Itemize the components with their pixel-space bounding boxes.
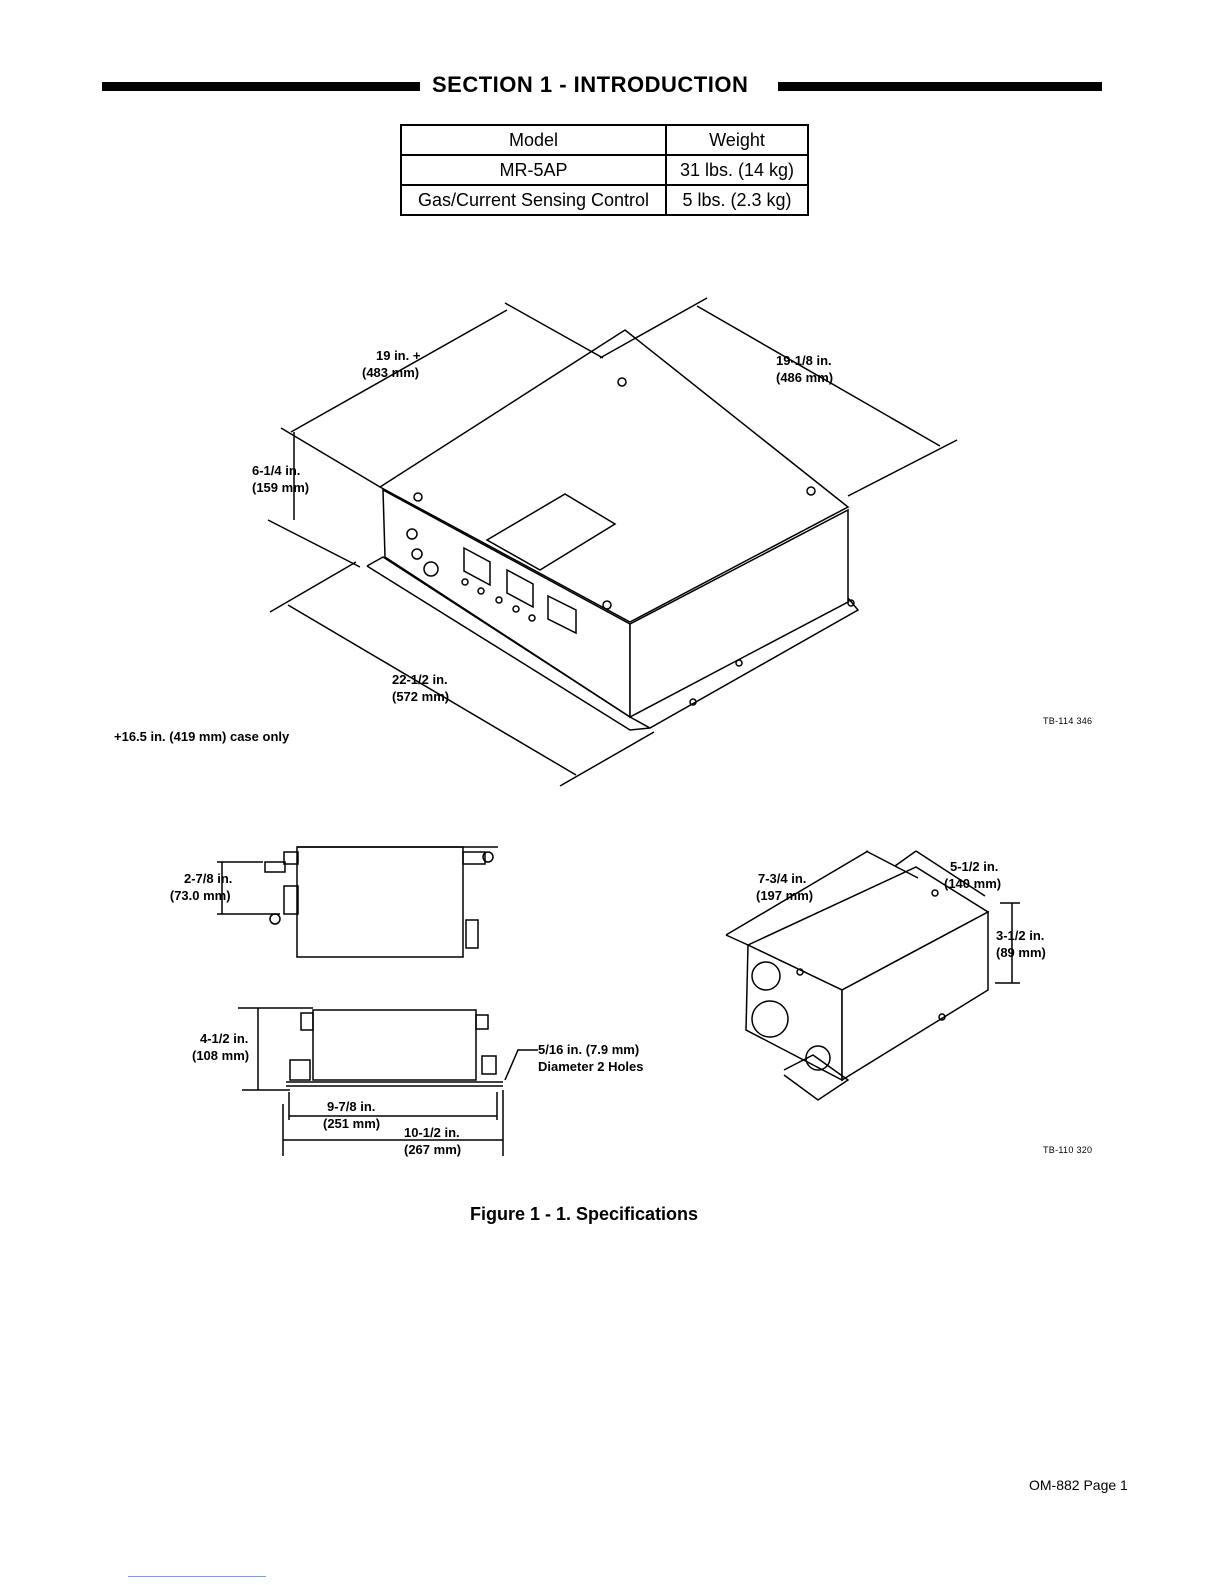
table-cell-weight: 5 lbs. (2.3 kg) [665, 184, 809, 216]
dim-iso-width: 5-1/2 in. (140 mm) [944, 859, 1002, 891]
section-title: SECTION 1 - INTRODUCTION [432, 72, 749, 97]
dim-side-height: 4-1/2 in. (108 mm) [192, 1031, 250, 1063]
label-plate [485, 493, 617, 571]
main-unit-top-face [378, 329, 850, 623]
dim-depth-in: 19-1/8 in. [776, 353, 832, 368]
dim-height-mm: (159 mm) [252, 480, 310, 495]
page-label: OM-882 Page 1 [1029, 1477, 1128, 1493]
dim-outer-length: 10-1/2 in. (267 mm) [404, 1125, 462, 1157]
dim-depth: 19-1/8 in. (486 mm) [776, 352, 833, 386]
ref-number-main: TB-114 346 [1043, 716, 1093, 726]
table-header-model: Model [400, 124, 667, 156]
scan-artifact-line [128, 1576, 266, 1577]
dim-length: 22-1/2 in. (572 mm) [392, 671, 449, 705]
table-header-row: Model Weight [400, 124, 809, 156]
dim-length-in: 22-1/2 in. [392, 672, 448, 687]
table-row: Gas/Current Sensing Control 5 lbs. (2.3 … [400, 184, 809, 216]
figure-caption: Figure 1 - 1. Specifications [470, 1204, 699, 1224]
dim-iso-height: 3-1/2 in. (89 mm) [996, 928, 1046, 960]
table-row: MR-5AP 31 lbs. (14 kg) [400, 154, 809, 186]
table-cell-weight: 31 lbs. (14 kg) [665, 154, 809, 186]
dim-width-mm: (483 mm) [362, 365, 420, 380]
control-side-view [312, 1009, 477, 1081]
main-unit-base [366, 556, 860, 729]
header-rule-left [102, 82, 420, 91]
dim-inner-length: 9-7/8 in. (251 mm) [323, 1099, 381, 1131]
table-header-weight: Weight [665, 124, 809, 156]
dim-width-in: 19 in. + [376, 348, 421, 363]
table-cell-model: Gas/Current Sensing Control [400, 184, 667, 216]
spec-table: Model Weight MR-5AP 31 lbs. (14 kg) Gas/… [400, 124, 809, 216]
dim-length-mm: (572 mm) [392, 689, 450, 704]
control-top-view [296, 846, 464, 958]
header-rule-right [778, 82, 1102, 91]
dim-hole: 5/16 in. (7.9 mm) Diameter 2 Holes [538, 1042, 644, 1074]
dim-depth-mm: (486 mm) [776, 370, 834, 385]
control-iso-side [841, 910, 989, 1082]
case-note: +16.5 in. (419 mm) case only [114, 729, 290, 744]
dim-height-in: 6-1/4 in. [252, 463, 301, 478]
dim-iso-length: 7-3/4 in. (197 mm) [756, 871, 814, 903]
ref-number-small: TB-110 320 [1043, 1145, 1093, 1155]
dim-width: 19 in. + (483 mm) [362, 347, 421, 381]
table-cell-model: MR-5AP [400, 154, 667, 186]
dim-height: 6-1/4 in. (159 mm) [252, 462, 309, 496]
dim-top-height: 2-7/8 in. (73.0 mm) [169, 871, 233, 903]
